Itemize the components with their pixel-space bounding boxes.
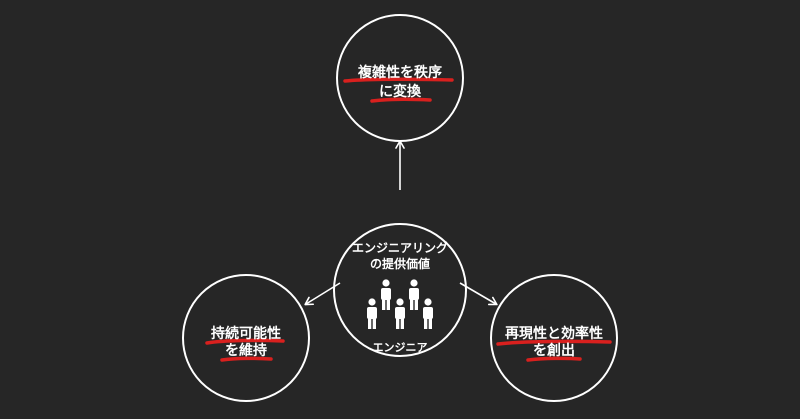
right-underline-2 <box>526 356 582 362</box>
people-label: エンジニア <box>373 341 428 354</box>
top-underline-1 <box>343 77 454 83</box>
left-label-line1: 持続可能性 <box>211 325 281 342</box>
left-label-line2: を維持 <box>225 342 267 359</box>
people-group-icon <box>367 279 433 329</box>
center-circle <box>333 223 467 357</box>
center-label-line2: の提供価値 <box>370 256 430 271</box>
left-circle <box>182 274 310 402</box>
right-label-line2: を創出 <box>533 342 575 359</box>
top-label-line1: 複雑性を秩序 <box>357 64 442 81</box>
left-underline-2 <box>220 356 273 362</box>
top-label-line2: に変換 <box>379 83 422 100</box>
left-underline-1 <box>205 338 285 345</box>
center-label-line1: エンジニアリング <box>352 240 448 255</box>
top-underline-2 <box>370 97 432 103</box>
right-underline-1 <box>496 339 612 346</box>
right-label-line1: 再現性と効率性 <box>505 325 603 342</box>
right-circle <box>490 274 618 402</box>
top-circle <box>336 14 464 142</box>
